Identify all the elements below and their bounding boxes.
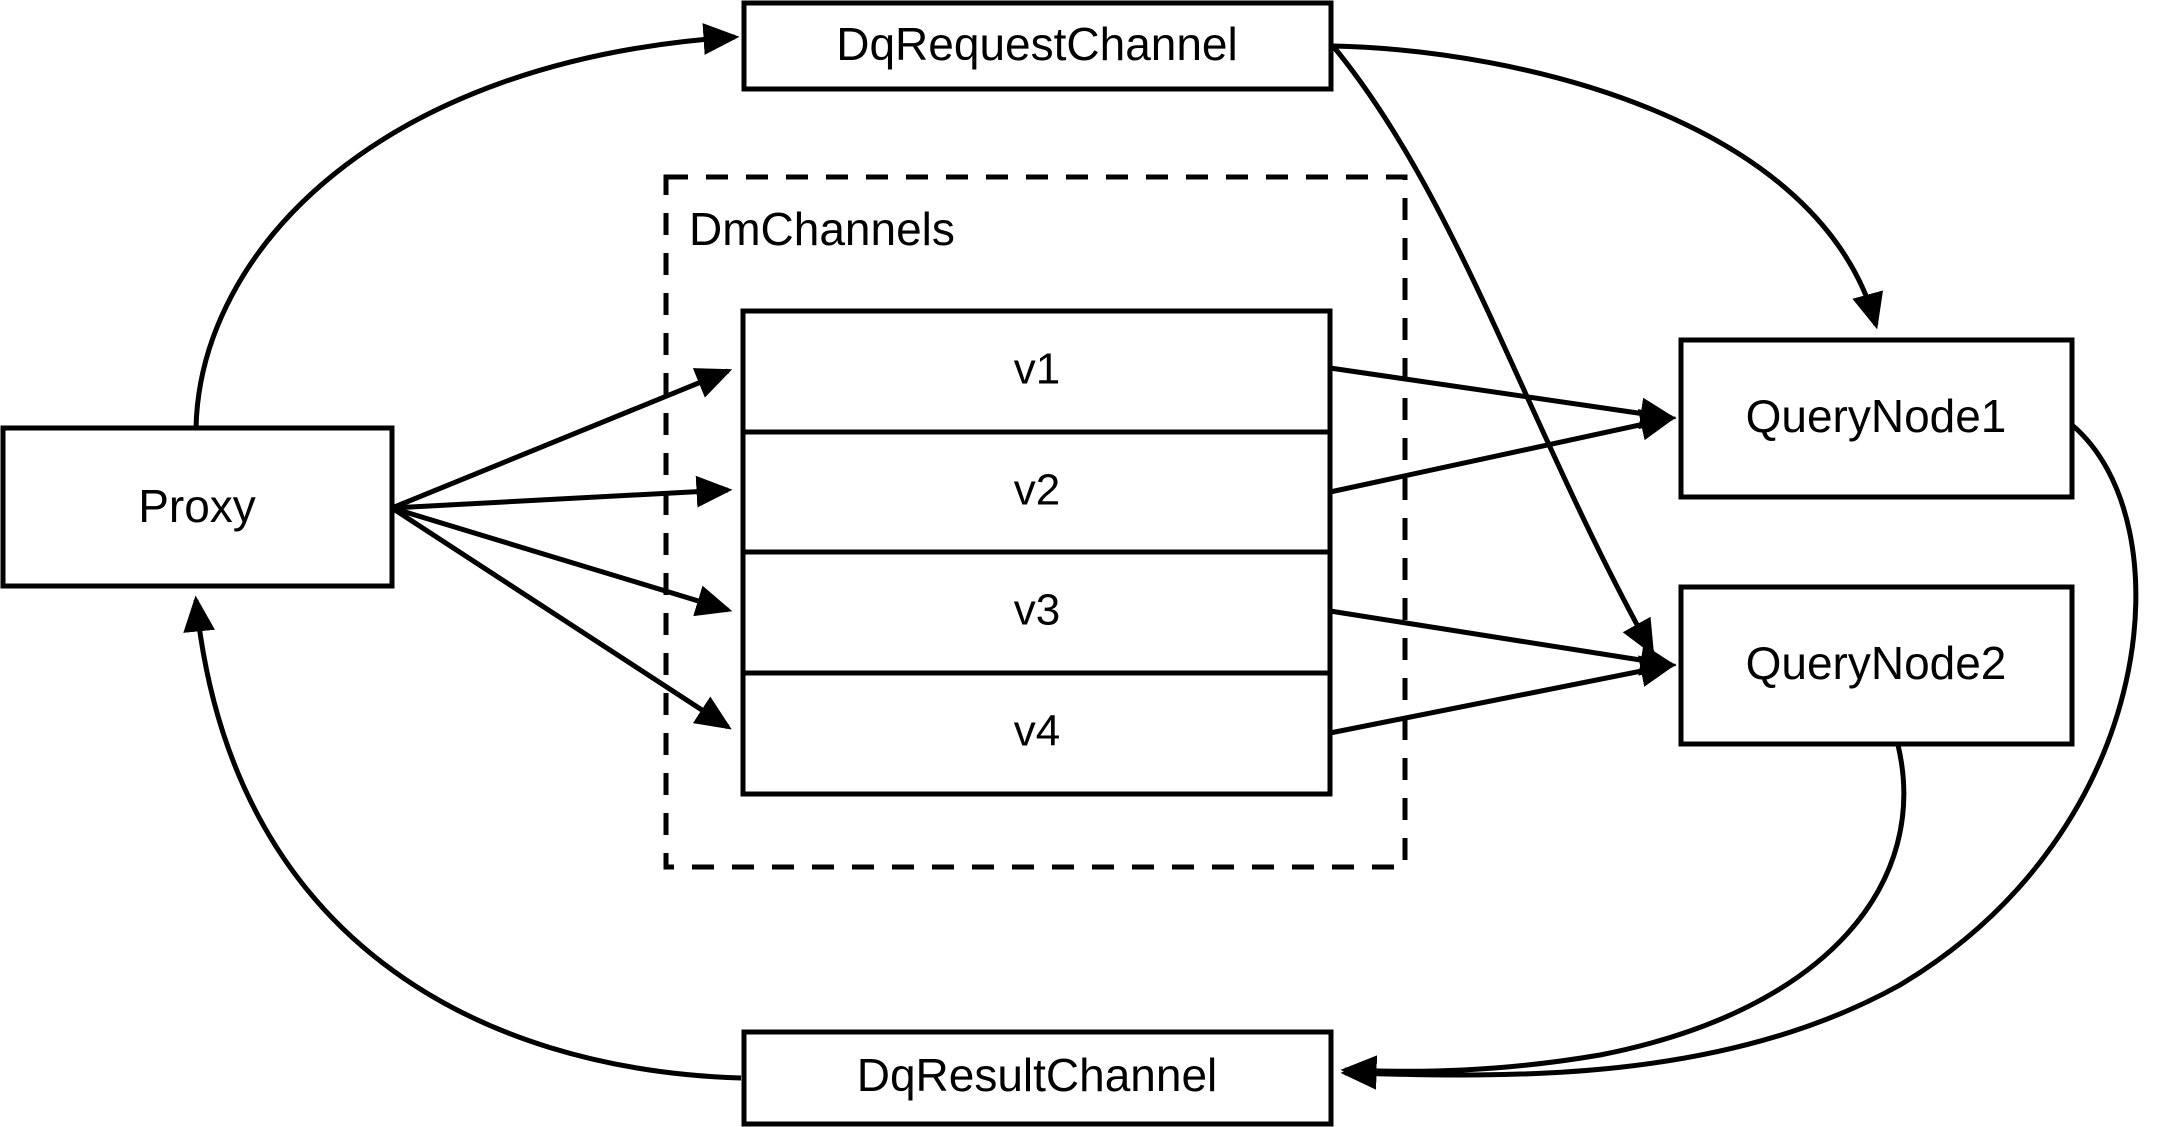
node-proxy[interactable] bbox=[0, 425, 395, 589]
edge-proxy-to-v4 bbox=[390, 505, 732, 730]
dm-channel-label-v1: v1 bbox=[1014, 345, 1060, 394]
edge-proxy-to-v1 bbox=[391, 368, 733, 511]
node-query-node-2[interactable] bbox=[1678, 584, 2075, 747]
edge-proxy-to-v3 bbox=[391, 505, 733, 617]
dm-channels-group bbox=[663, 174, 1408, 870]
node-dq-result-channel[interactable] bbox=[741, 1029, 1334, 1127]
node-query-node-1[interactable] bbox=[1678, 337, 2075, 500]
edge-dqrequestchannel-to-querynode2 bbox=[1331, 44, 1655, 656]
dm-channel-label-v4: v4 bbox=[1014, 707, 1060, 756]
node-dq-request-channel-label: DqRequestChannel bbox=[836, 18, 1238, 70]
node-dq-request-channel[interactable] bbox=[741, 0, 1334, 92]
dm-channel-label-v2: v2 bbox=[1014, 466, 1060, 515]
edge-proxy-to-v2 bbox=[391, 475, 733, 511]
edge-querynode2-to-dqresultchannel bbox=[1340, 744, 1907, 1088]
edge-dqrequestchannel-to-querynode1 bbox=[1332, 43, 1883, 330]
edge-v3-to-querynode2 bbox=[1329, 608, 1677, 676]
node-query-node-2-label: QueryNode2 bbox=[1746, 637, 2007, 689]
node-query-node-1-label: QueryNode1 bbox=[1746, 390, 2007, 442]
dm-channel-label-v3: v3 bbox=[1014, 586, 1060, 635]
edge-v2-to-querynode1 bbox=[1329, 409, 1677, 495]
edge-querynode1-to-dqresultchannel bbox=[1340, 423, 2139, 1090]
edge-proxy-to-dqrequestchannel bbox=[193, 23, 740, 429]
edge-v4-to-querynode2 bbox=[1329, 655, 1677, 736]
node-proxy-label: Proxy bbox=[138, 480, 256, 532]
edge-v1-to-querynode1 bbox=[1329, 365, 1677, 430]
edge-dqresultchannel-to-proxy bbox=[183, 595, 742, 1081]
node-dq-result-channel-label: DqResultChannel bbox=[857, 1049, 1218, 1101]
dm-channels-group-label: DmChannels bbox=[689, 203, 955, 255]
